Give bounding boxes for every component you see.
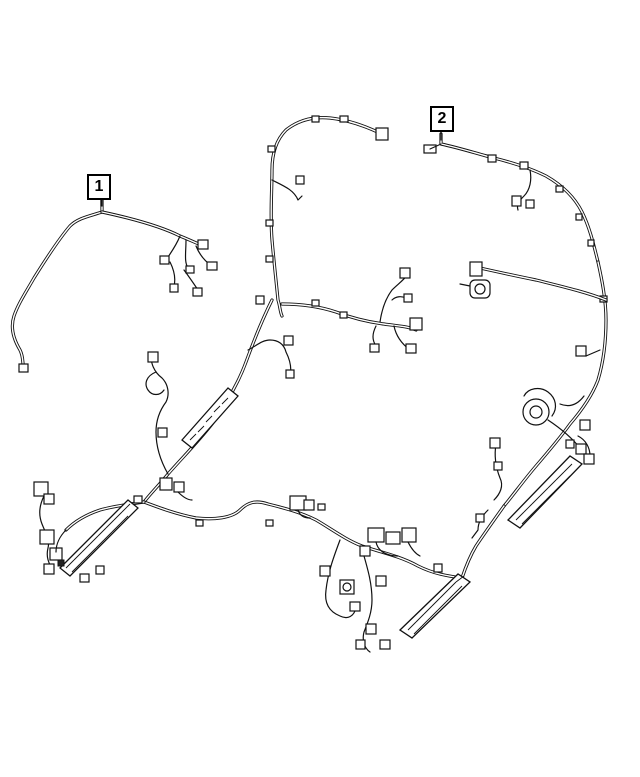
right-front-rail [379,573,472,650]
pillar-connector-block [181,387,239,449]
right-rear-rail [506,419,595,529]
harness-1 [10,198,218,373]
roof-harness [265,115,423,354]
left-pillar-harness [142,295,295,504]
left-floor-rail [33,481,139,583]
right-harness [459,260,608,508]
harness-2 [423,132,600,264]
floor-harness [64,437,506,653]
callout-1: 1 [87,174,111,200]
callout-2: 2 [430,106,454,132]
